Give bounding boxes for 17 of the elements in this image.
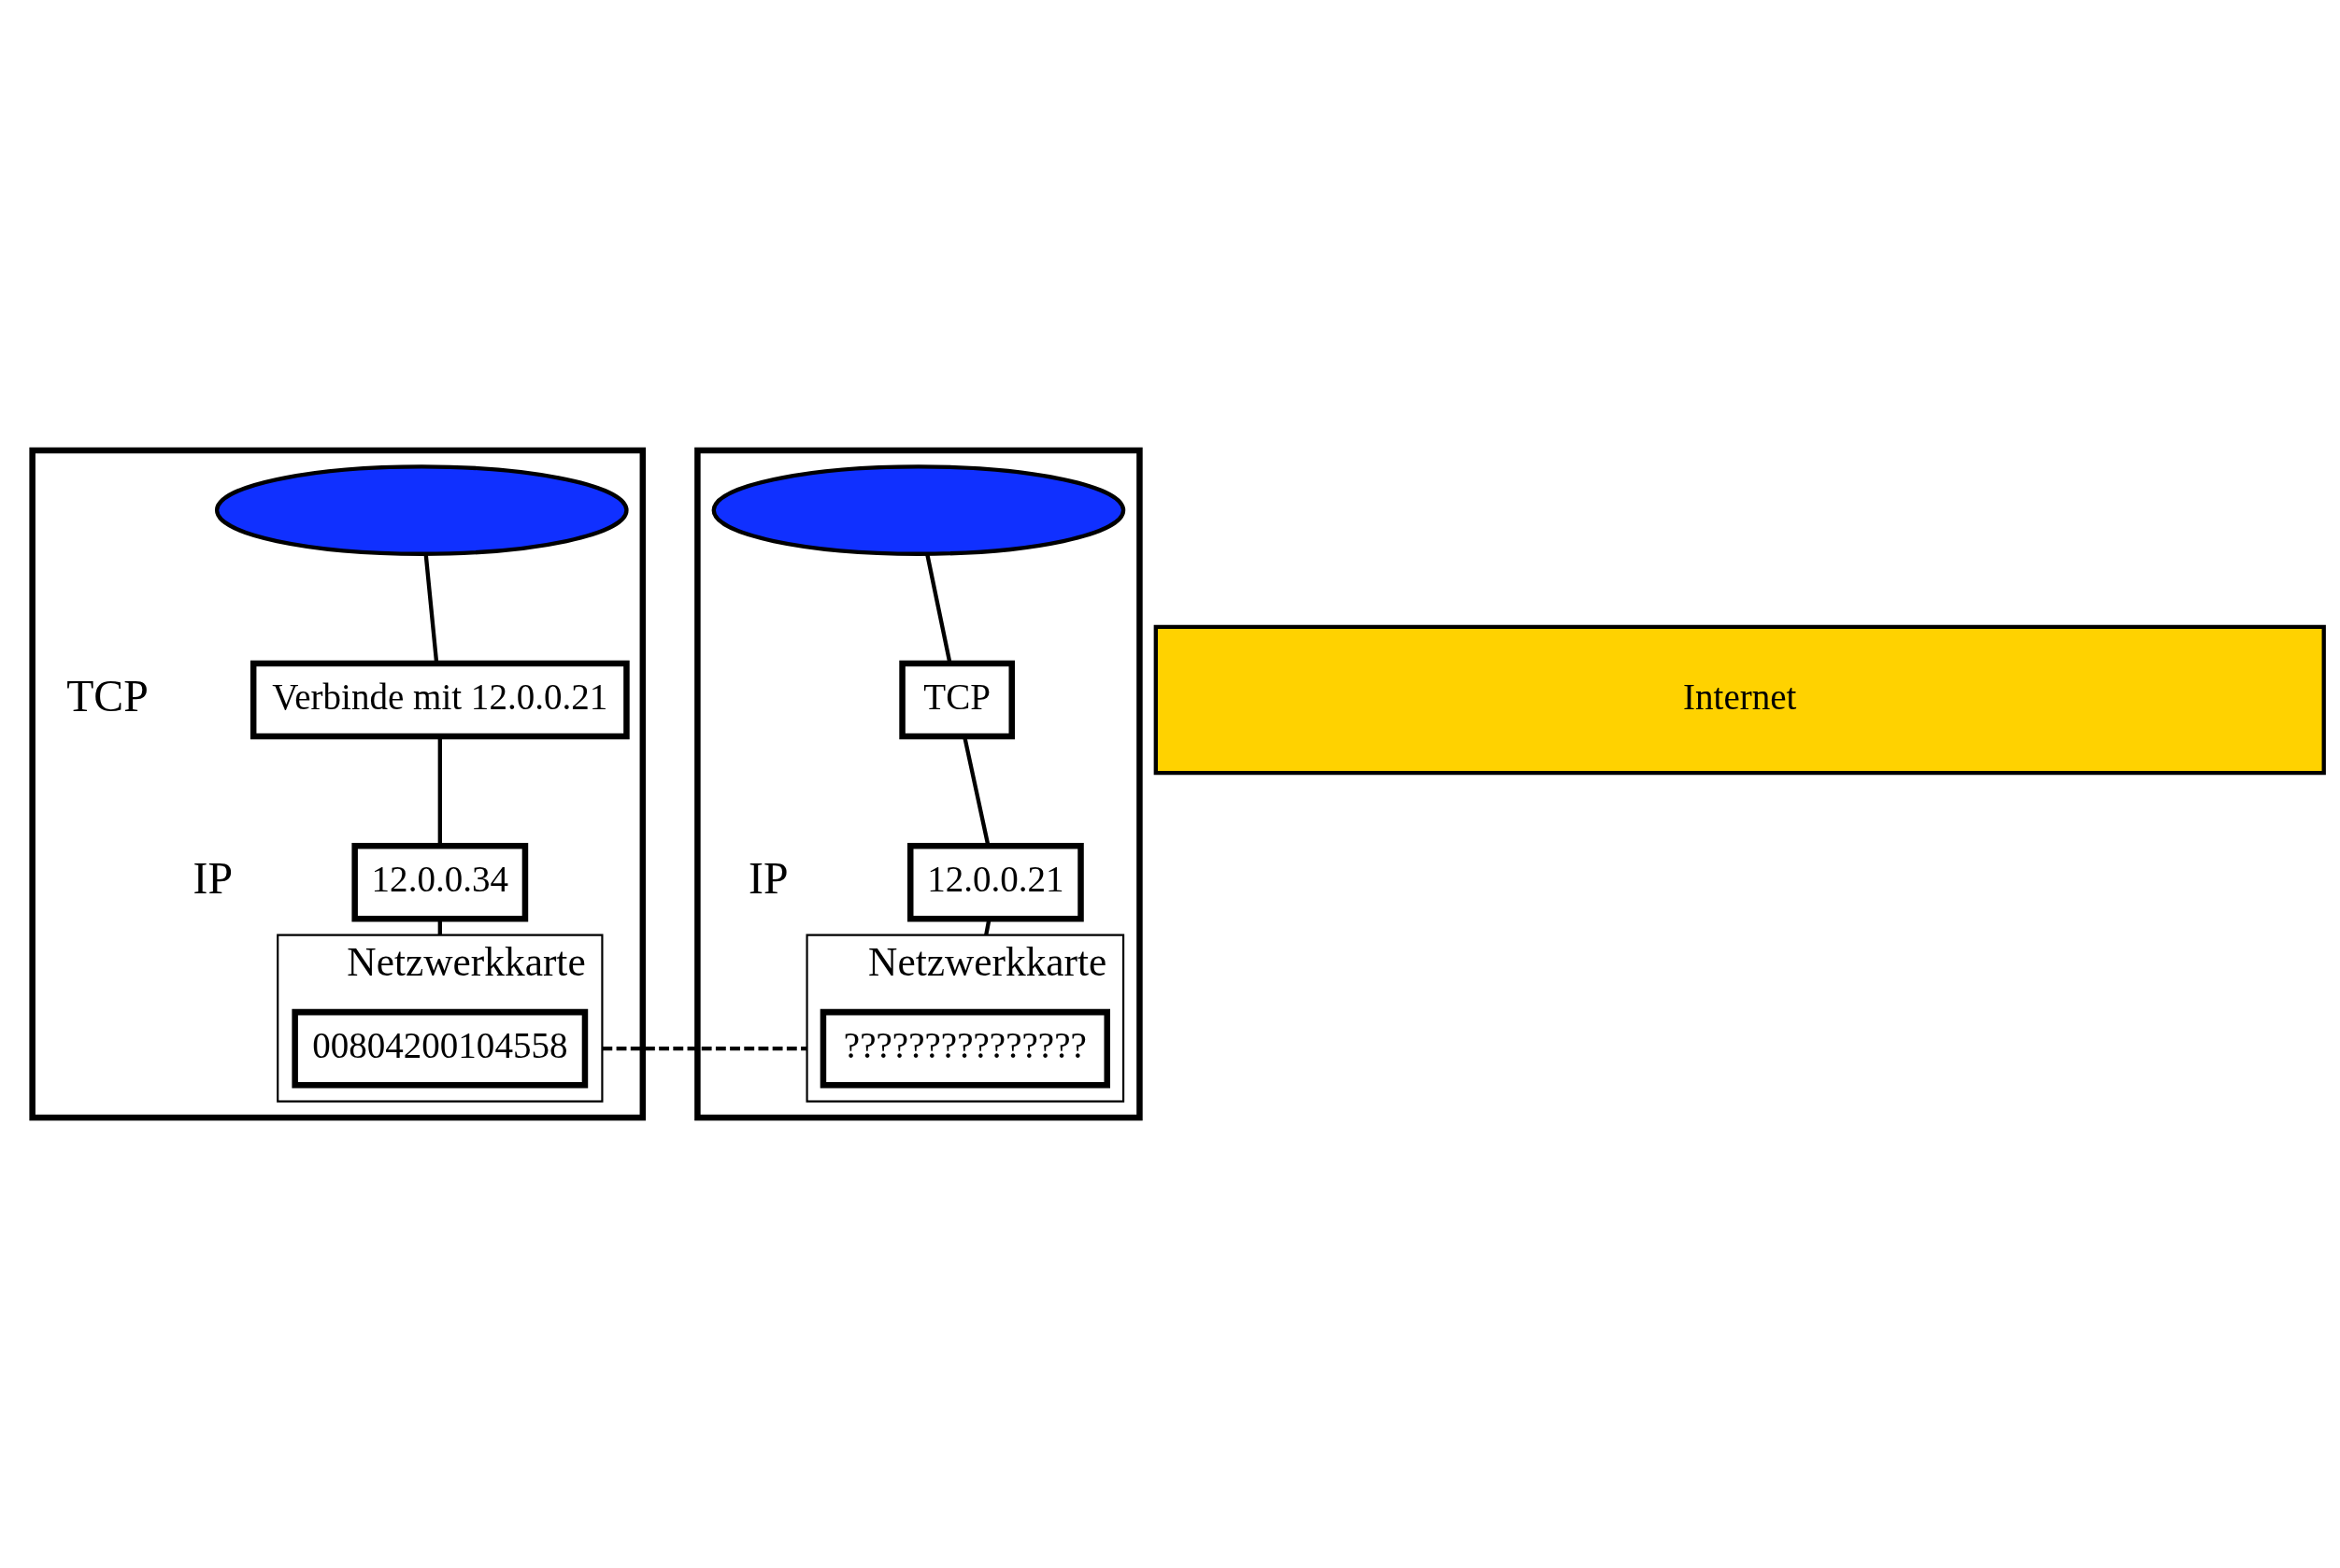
cluster bbox=[29, 447, 647, 1121]
node-box: 12.0.0.21 bbox=[907, 842, 1084, 922]
node-box: Internet bbox=[1153, 624, 2326, 776]
connector bbox=[437, 919, 442, 935]
node-label: IP bbox=[193, 853, 233, 904]
node-ellipse bbox=[711, 464, 1126, 556]
node-label: TCP bbox=[66, 671, 149, 721]
node-box: ??????????????? bbox=[820, 1008, 1110, 1089]
connector bbox=[602, 1047, 807, 1051]
node-box: 00804200104558 bbox=[292, 1008, 589, 1089]
node-box: Verbinde mit 12.0.0.21 bbox=[250, 660, 630, 740]
connector bbox=[984, 919, 992, 936]
node-label: IP bbox=[749, 853, 789, 904]
cluster bbox=[694, 447, 1143, 1121]
node-box: TCP bbox=[899, 660, 1015, 740]
node-box: 12.0.0.34 bbox=[351, 842, 529, 922]
node-ellipse bbox=[214, 464, 629, 556]
